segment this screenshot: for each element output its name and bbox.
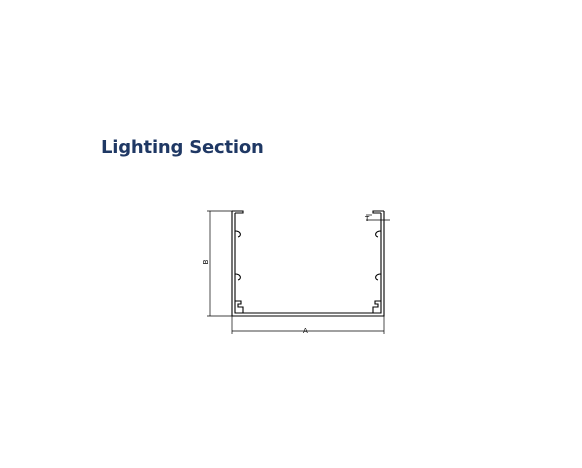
right-top-flange: [372, 210, 384, 214]
profile-inner-outline: [234, 213, 382, 314]
left-hook-lower: [234, 273, 241, 281]
page-title: Lighting Section: [101, 137, 264, 158]
right-hook-upper: [375, 230, 382, 238]
dim-b-label: B: [202, 259, 210, 264]
dim-t-label: T: [364, 215, 370, 223]
left-top-flange: [232, 210, 244, 214]
profile-outer-outline: [231, 211, 385, 317]
channel-profile: [231, 210, 385, 317]
dim-a-label: A: [303, 327, 308, 335]
dimension-lines: [207, 210, 390, 334]
right-bottom-slot: [372, 300, 381, 313]
left-hook-upper: [234, 230, 241, 238]
right-hook-lower: [375, 273, 382, 281]
left-bottom-slot: [235, 300, 244, 313]
